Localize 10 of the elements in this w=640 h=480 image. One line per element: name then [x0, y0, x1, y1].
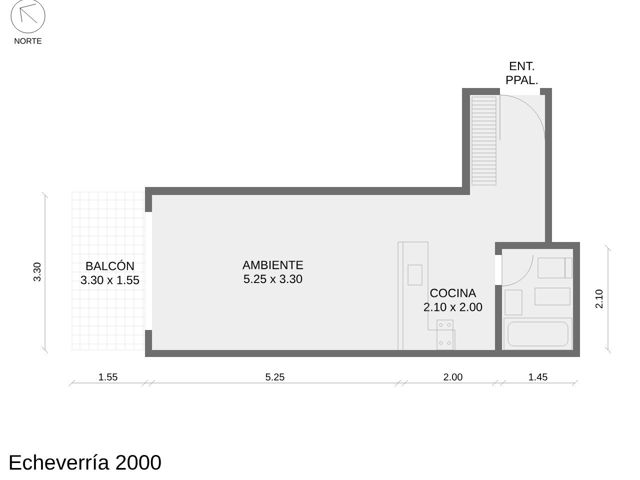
- dimension-label: 1.45: [529, 374, 548, 380]
- dimension-label: 2.00: [444, 373, 462, 381]
- dimension-label: 3.30: [33, 262, 41, 282]
- dimension-label: 1.55: [99, 374, 118, 380]
- room: COCINA 2.10 x 2.00: [424, 288, 482, 312]
- node-label: ENT. PPAL.: [506, 62, 538, 84]
- room: BALCÓN 3.30 x 1.55: [72, 192, 146, 350]
- dimension-label: 2.10: [595, 290, 603, 308]
- dimension-label: 5.25: [266, 373, 284, 381]
- title: Echeverría 2000: [10, 454, 161, 470]
